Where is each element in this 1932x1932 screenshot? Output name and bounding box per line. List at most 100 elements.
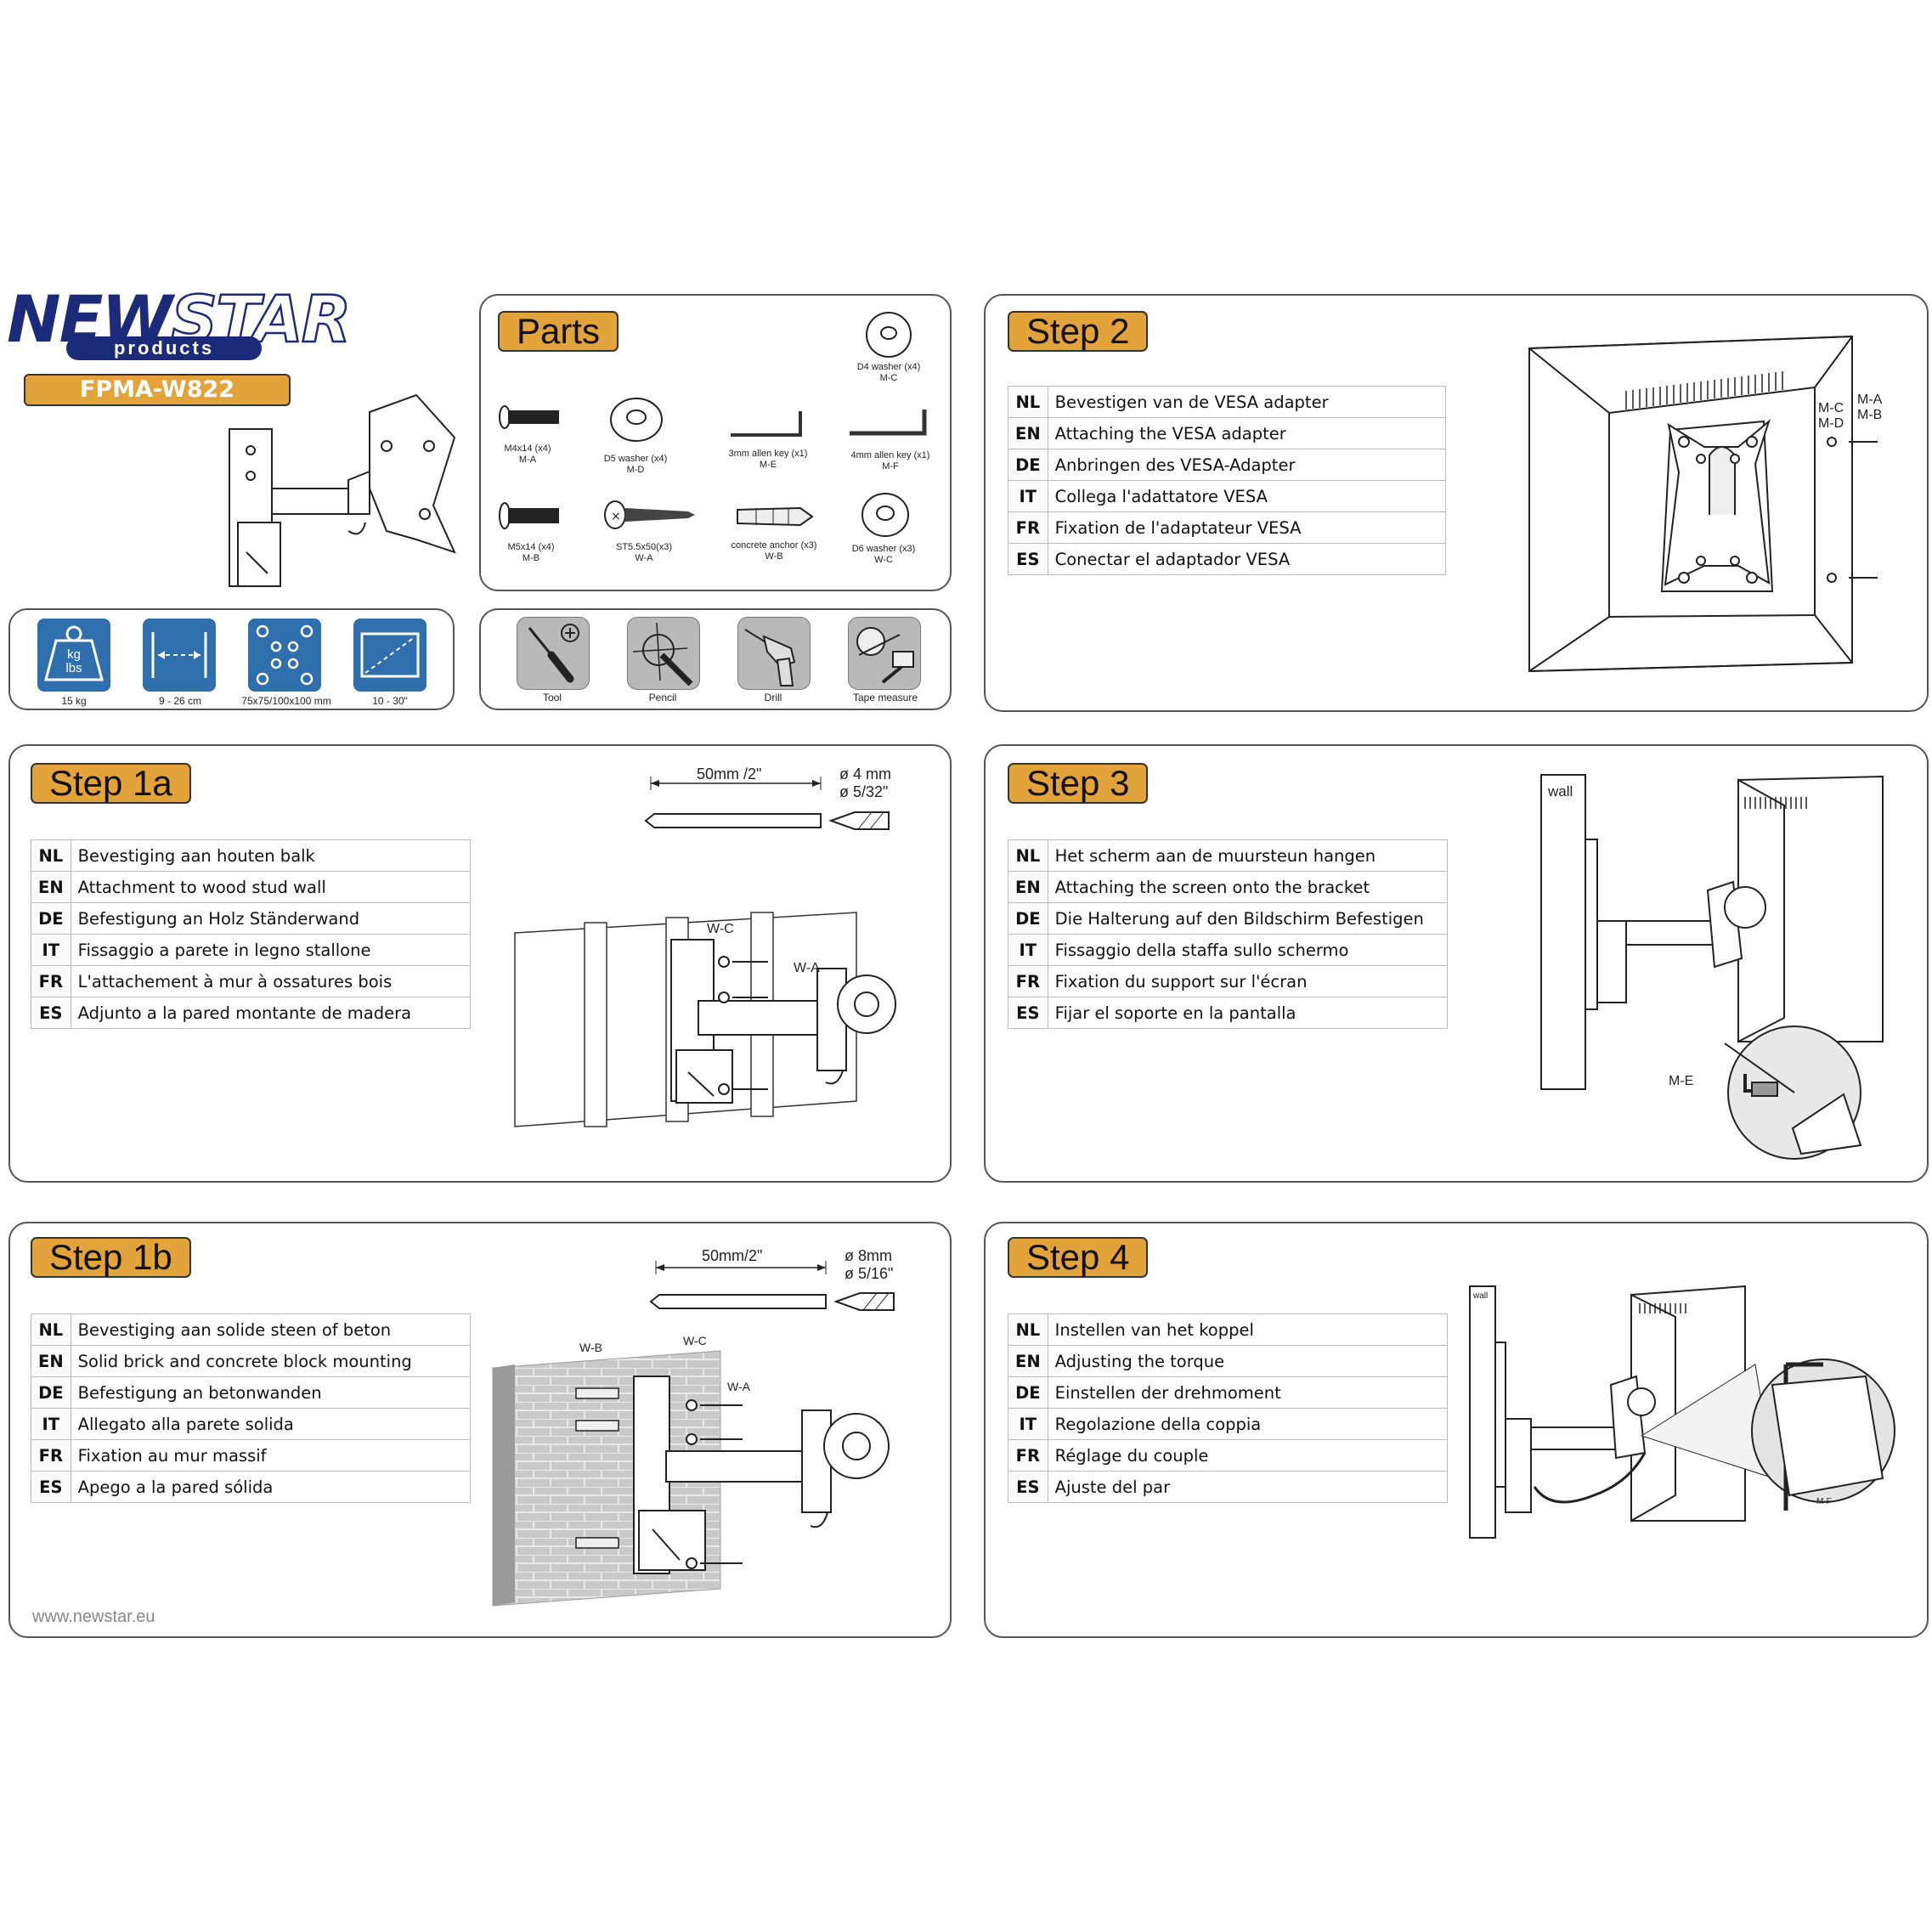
weight-spec: kg lbs	[37, 619, 110, 692]
lang-code: ES	[1008, 997, 1048, 1029]
weight-lbs: lbs	[65, 661, 82, 675]
lang-code: ES	[1008, 543, 1048, 575]
part-name: D4 washer (x4)	[856, 362, 921, 372]
lang-code: DE	[31, 902, 71, 935]
part-code: M-B	[522, 553, 540, 563]
step1a-title: Step 1a	[31, 763, 191, 804]
callout-m-d: M-D	[1818, 416, 1844, 431]
tool-tape-measure	[848, 617, 921, 690]
instruction-text: Bevestiging aan solide steen of beton	[70, 1313, 472, 1346]
screen-size-icon	[360, 632, 420, 678]
part-code: W-B	[765, 551, 783, 562]
vesa-pattern-icon	[256, 624, 314, 686]
instruction-text: Fissaggio della staffa sullo schermo	[1047, 934, 1449, 966]
wood-screw-icon: ×	[604, 500, 695, 529]
instruction-text: Adjusting the torque	[1047, 1345, 1449, 1377]
instruction-text: Bevestiging aan houten balk	[70, 839, 472, 872]
distance-icon	[151, 632, 207, 678]
drill-icon	[744, 629, 796, 686]
step1a-drill-2: ø 5/32"	[839, 783, 889, 800]
instruction-text: Befestigung an betonwanden	[70, 1376, 472, 1409]
part-allen-key-4mm: 4mm allen key (x1)M-F	[838, 450, 943, 472]
instruction-text: Regolazione della coppia	[1047, 1408, 1449, 1440]
lang-code: NL	[31, 1313, 71, 1346]
d4-washer-icon	[866, 312, 912, 358]
lang-code: EN	[31, 1345, 71, 1377]
part-m5x14: M5x14 (x4)M-B	[484, 542, 578, 564]
concrete-anchor-icon	[737, 506, 814, 527]
instruction-text: Fixation du support sur l'écran	[1047, 965, 1449, 997]
lang-code: FR	[1008, 511, 1048, 544]
lang-code: IT	[31, 934, 71, 966]
allen-key-4mm-icon	[850, 410, 927, 436]
instruction-text: Ajuste del par	[1047, 1471, 1449, 1503]
instruction-text: Fixation au mur massif	[70, 1439, 472, 1472]
footer-url[interactable]: www.newstar.eu	[32, 1607, 155, 1626]
part-code: M-A	[518, 455, 537, 465]
lang-code: NL	[1008, 386, 1048, 418]
part-name: M5x14 (x4)	[507, 542, 555, 552]
part-name: D5 washer (x4)	[603, 454, 668, 464]
lang-code: NL	[31, 839, 71, 872]
step1b-illustration	[492, 1350, 890, 1607]
part-d5-washer: D5 washer (x4)M-D	[586, 454, 685, 476]
weight-kg: kg	[67, 647, 81, 662]
step1a-illustration	[514, 912, 896, 1127]
instruction-text: Attachment to wood stud wall	[70, 871, 472, 903]
instruction-text: Apego a la pared sólida	[70, 1471, 472, 1503]
instruction-text: Réglage du couple	[1047, 1439, 1449, 1472]
m5-bolt-icon	[499, 502, 559, 529]
step1b-drill-bit	[649, 1261, 895, 1311]
lang-code: FR	[1008, 965, 1048, 997]
instruction-text: Befestigung an Holz Ständerwand	[70, 902, 472, 935]
brand-sub: products	[113, 337, 215, 359]
part-name: D6 washer (x3)	[851, 544, 916, 554]
step4-illustration	[1469, 1285, 1895, 1539]
part-allen-key-3mm: 3mm allen key (x1)M-E	[715, 449, 821, 471]
lang-code: ES	[1008, 1471, 1048, 1503]
vesa-spec	[248, 619, 321, 692]
step4-wall-label: wall	[1473, 1291, 1489, 1301]
lang-code: EN	[1008, 871, 1048, 903]
tool-pencil-label: Pencil	[648, 692, 677, 703]
part-m4x14: M4x14 (x4)M-A	[481, 443, 574, 466]
lang-code: NL	[1008, 839, 1048, 872]
step4-title: Step 4	[1008, 1237, 1149, 1278]
lang-code: ES	[31, 1471, 71, 1503]
step2-title: Step 2	[1008, 311, 1149, 352]
instruction-text: Fissaggio a parete in legno stallone	[70, 934, 472, 966]
part-concrete-anchor: concrete anchor (x3)W-B	[719, 540, 829, 562]
lang-code: FR	[1008, 1439, 1048, 1472]
step1a-depth: 50mm /2"	[697, 765, 762, 782]
callout-m-a: M-A	[1857, 393, 1883, 407]
lang-code: NL	[1008, 1313, 1048, 1346]
screen-size-label: 10 - 30"	[372, 695, 408, 707]
instruction-text: Die Halterung auf den Bildschirm Befesti…	[1047, 902, 1449, 935]
step1b-callout-w-a: W-A	[727, 1380, 750, 1393]
d5-washer-icon	[610, 398, 663, 442]
step1a-callout-w-a: W-A	[794, 961, 820, 975]
instruction-text: Instellen van het koppel	[1047, 1313, 1449, 1346]
distance-spec	[143, 619, 216, 692]
instruction-text: Solid brick and concrete block mounting	[70, 1345, 472, 1377]
tool-pencil	[627, 617, 700, 690]
